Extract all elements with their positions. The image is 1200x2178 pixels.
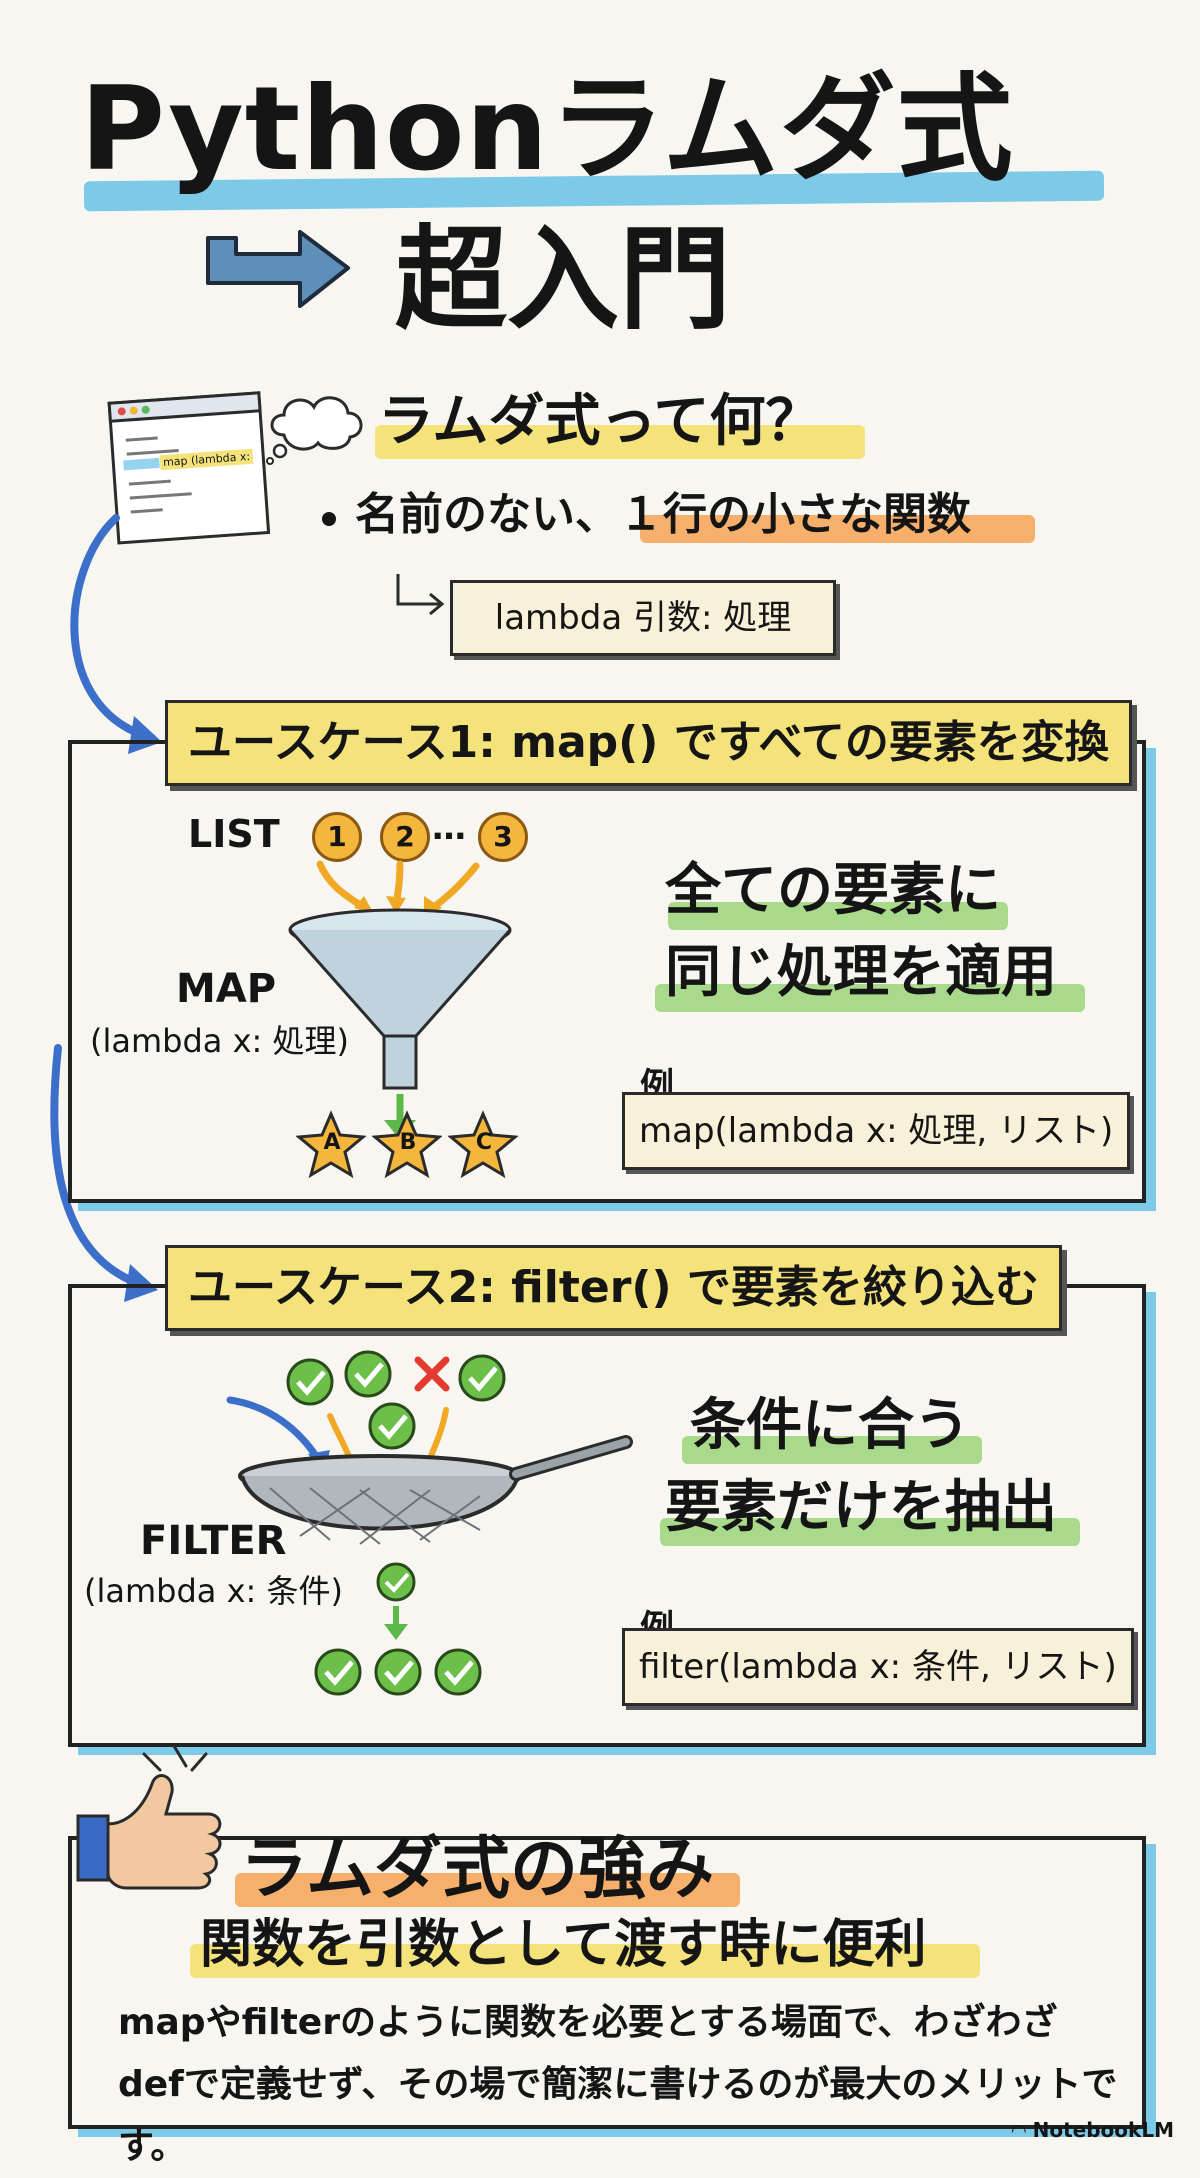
bullet-highlight [640,515,1035,543]
output-a: A [323,1130,341,1155]
star-icon [296,1110,366,1179]
filter-sub: (lambda x: 条件) [84,1572,343,1610]
strength-title: ラムダ式の強み [240,1830,714,1909]
strength-description: mapやfilterのように関数を必要とする場面で、わざわざdefで定義せず、そ… [118,2002,1118,2167]
usecase1-headline-1: 全ての要素に [665,858,1001,923]
strength-frame [68,1836,1146,2129]
list-item-2: 2 [380,812,430,862]
list-item-1: 1 [312,812,362,862]
flow-arrow-1-icon [70,514,162,754]
brand-name: NotebookLM [1032,2118,1174,2142]
usecase1-label: ユースケース1: map() ですべての要素を変換 [165,700,1132,786]
arrow-right-icon [206,230,350,308]
thumbs-up-icon [76,1744,222,1890]
headline-highlight [660,1518,1080,1546]
star-icon [448,1110,518,1179]
brand-logo: ◠ NotebookLM [1012,2118,1174,2142]
thought-cloud-icon [266,396,363,465]
output-c: C [475,1130,493,1155]
strainer-icon [226,1350,633,1545]
headline-highlight [682,1436,982,1464]
return-arrow-icon [396,574,445,616]
usecase1-example-code: map(lambda x: 処理, リスト) [622,1092,1131,1170]
usecase2-headline-2: 要素だけを抽出 [665,1475,1057,1540]
usecase2-label: ユースケース2: filter() で要素を絞り込む [165,1245,1062,1331]
page-subtitle: 超入門 [395,215,731,345]
flow-arrow-2-icon [50,1044,158,1302]
intro-question: ラムダ式って何？ [378,389,822,454]
page-title: Pythonラムダ式 [80,62,1014,197]
headline-highlight [655,984,1085,1012]
strength-highlight [235,1873,740,1907]
usecase2-example-code: filter(lambda x: 条件, リスト) [622,1628,1134,1706]
output-b: B [399,1130,417,1155]
headline-highlight [668,902,1008,930]
list-item-3: 3 [478,812,528,862]
filtered-checks-icon [314,1562,482,1696]
filter-label: FILTER [140,1518,287,1564]
star-icon [372,1110,442,1179]
funnel-icon [288,860,512,1140]
usecase2-headline-1: 条件に合う [690,1393,970,1458]
bullet-dot [322,512,336,526]
strength-benefit: 関数を引数として渡す時に便利 [200,1915,927,1975]
lambda-syntax: lambda 引数: 処理 [450,580,836,656]
question-highlight [375,425,865,459]
benefit-highlight [190,1944,980,1978]
usecase1-headline-2: 同じ処理を適用 [665,940,1057,1005]
notebook-icon: ◠ [1011,2121,1026,2142]
map-label: MAP [176,966,277,1012]
intro-bullet: 名前のない、１行の小さな関数 [355,489,971,540]
list-ellipsis: … [432,808,466,848]
list-label: LIST [188,812,280,856]
map-sub: (lambda x: 処理) [90,1022,349,1060]
